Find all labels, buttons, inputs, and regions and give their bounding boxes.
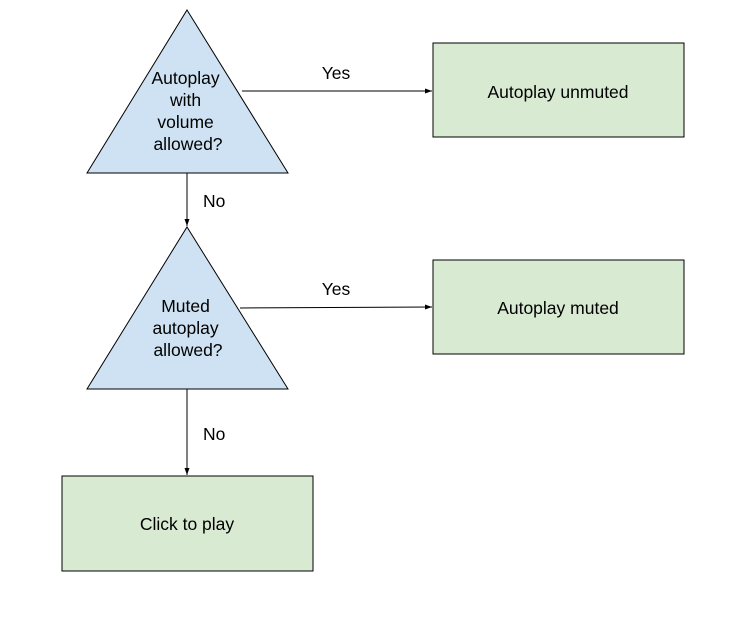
edge-muted-yes-label: Yes [322,279,351,299]
outcome-click-box [61,475,314,572]
decision-volume-line-4: allowed? [153,134,222,154]
decision-muted-label: Muted autoplay allowed? [152,296,223,360]
edge-muted-yes-arrow [239,304,433,310]
outcome-muted-box [432,259,685,355]
outcome-unmuted-box [432,42,685,138]
outcome-muted-label: Autoplay muted [497,298,619,318]
decision-muted-line-3: allowed? [153,340,222,360]
edge-volume-no-label: No [203,191,225,211]
decision-volume-label: Autoplay with volume allowed? [152,68,225,154]
edge-muted-no-label: No [203,424,225,444]
decision-volume-line-1: Autoplay [152,68,220,88]
outcome-click-label: Click to play [140,514,235,534]
outcome-unmuted-label: Autoplay unmuted [487,82,628,102]
decision-muted-line-1: Muted [161,296,210,316]
edge-volume-yes-label: Yes [322,63,351,83]
decision-volume-line-2: with [169,90,201,110]
decision-muted-line-2: autoplay [152,318,218,338]
decision-volume-line-3: volume [157,112,213,132]
